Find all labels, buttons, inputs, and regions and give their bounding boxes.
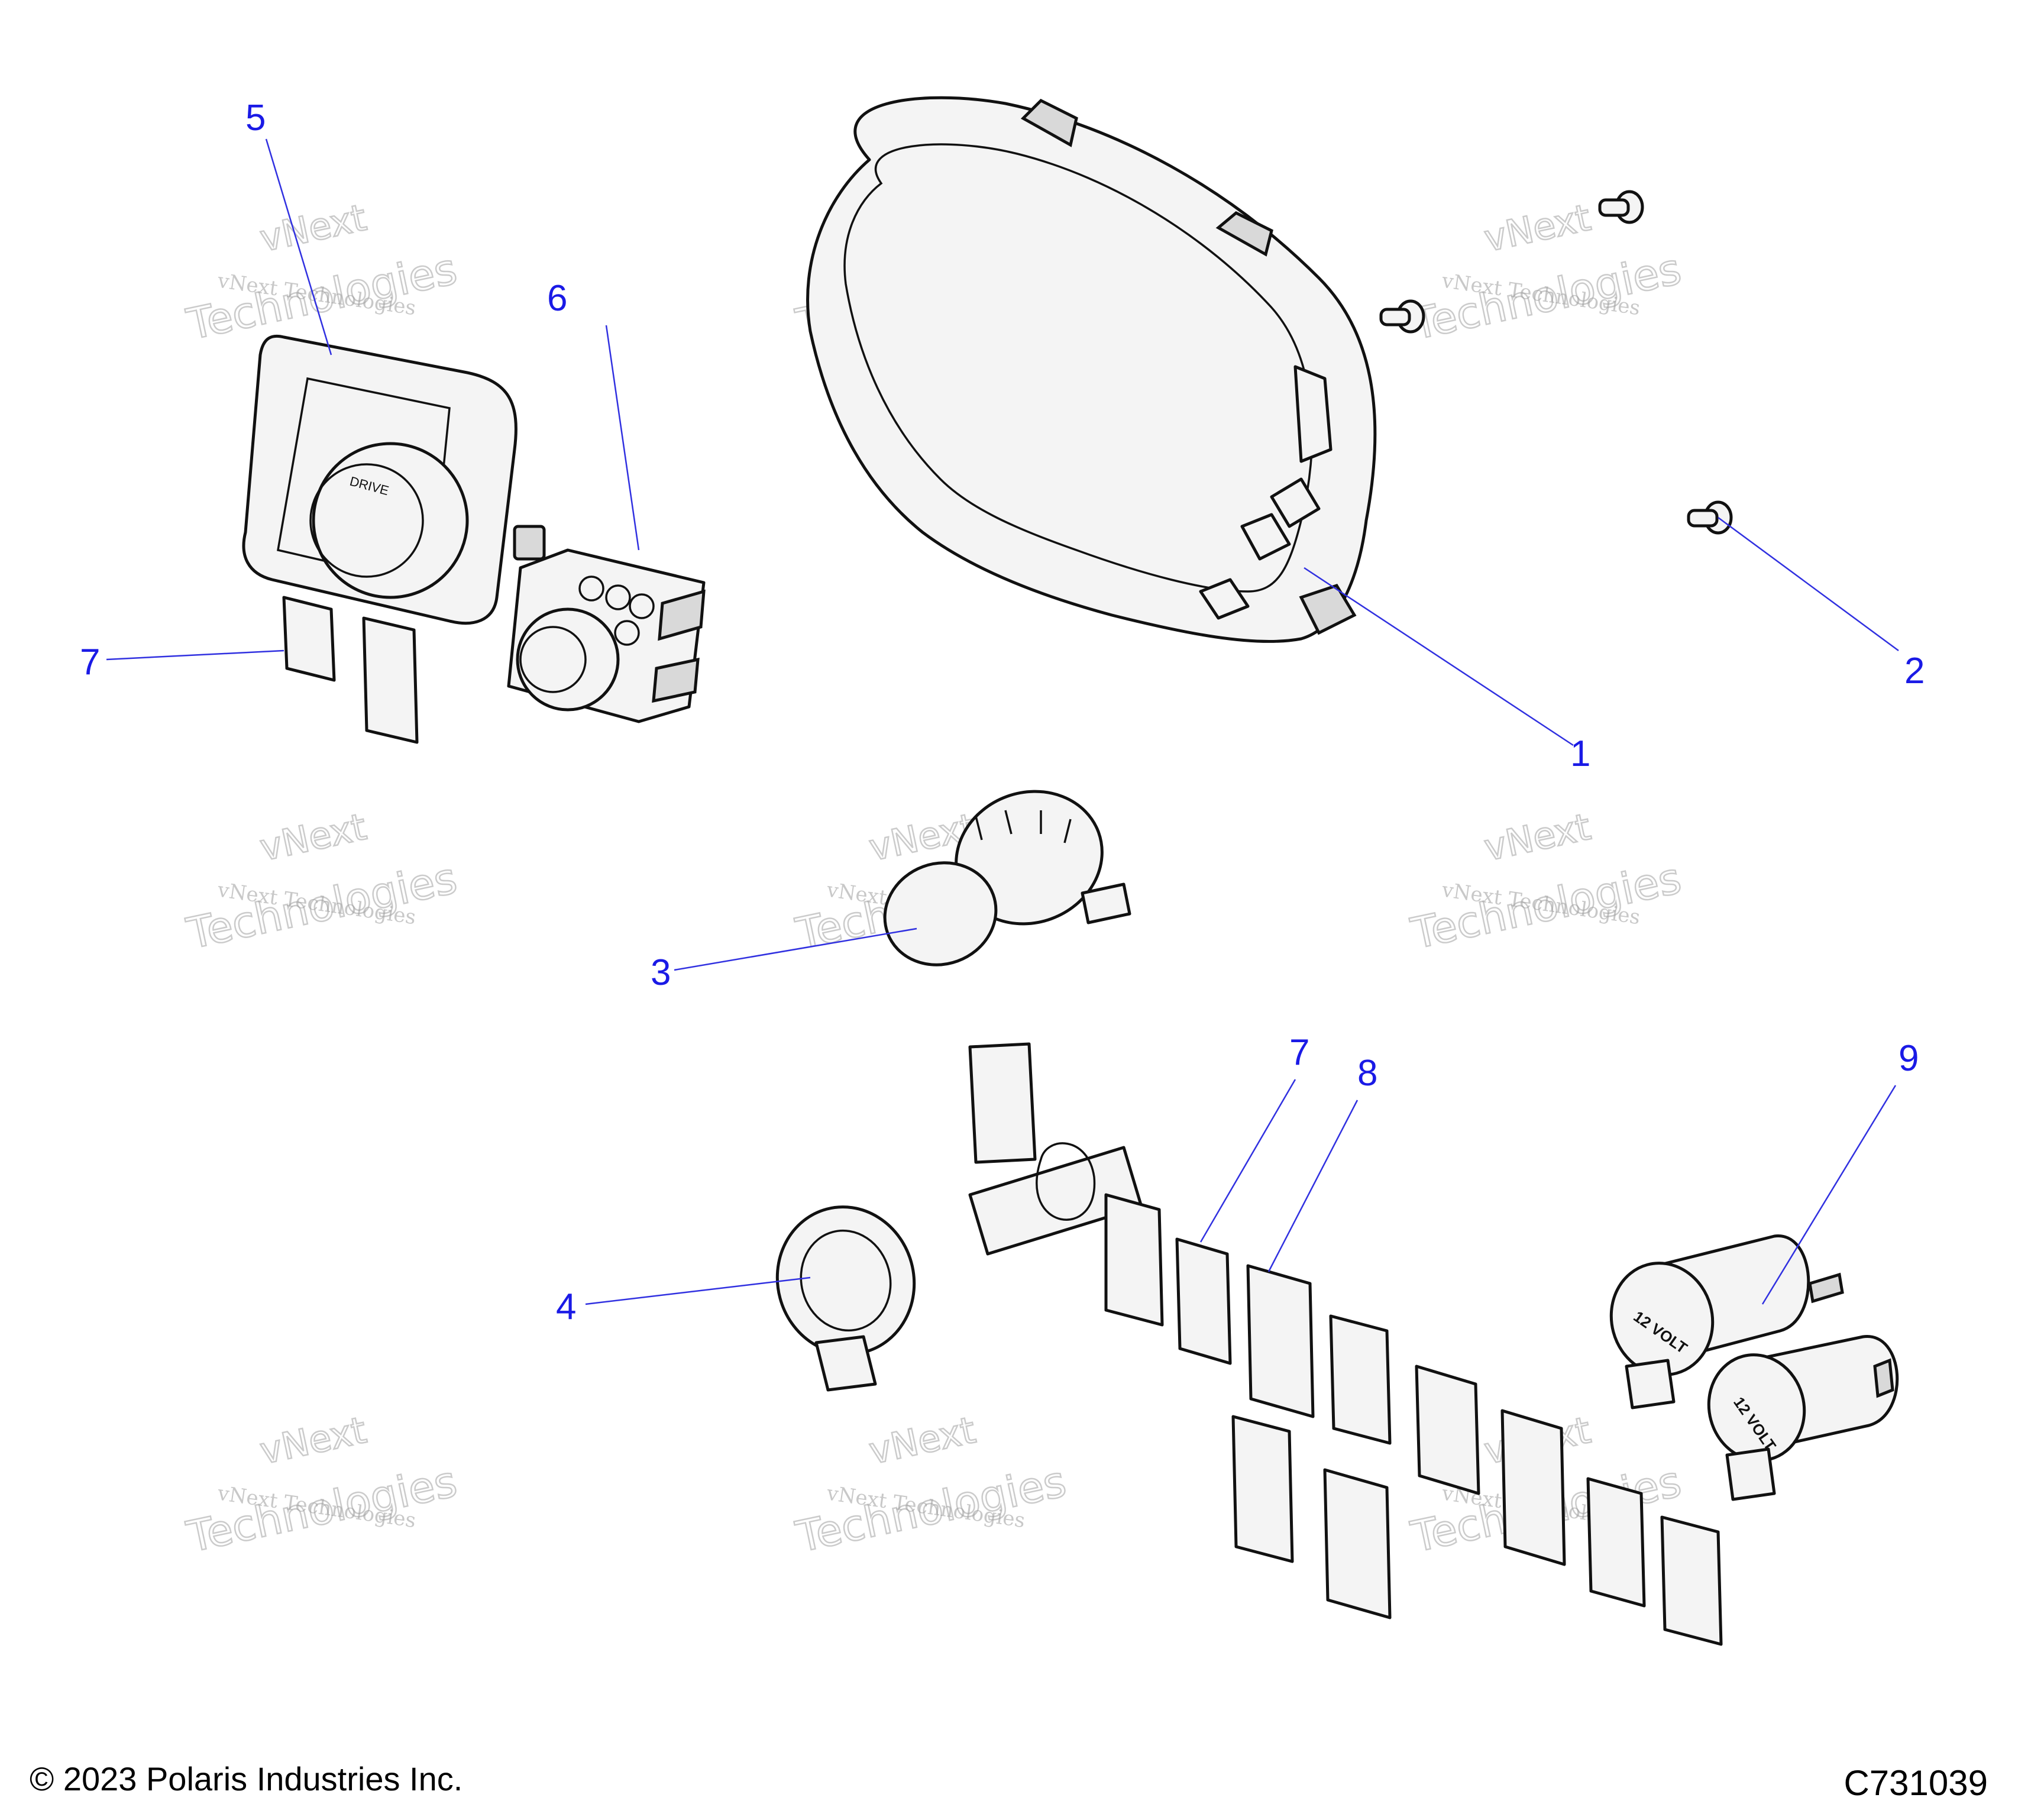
callout-7-left: 7 bbox=[80, 642, 100, 683]
screw bbox=[1687, 500, 1733, 535]
blank-plugs-left bbox=[282, 596, 419, 744]
power-socket: 12 VOLT bbox=[1707, 1335, 1899, 1501]
svg-text:vNext: vNext bbox=[256, 196, 370, 260]
light-switch bbox=[507, 548, 706, 723]
power-sockets: 12 VOLT 12 VOLT bbox=[1609, 1234, 1899, 1501]
leader-lines bbox=[106, 138, 1899, 1305]
watermark: vNext vNext Technologies Technologies bbox=[182, 804, 461, 959]
callout-4: 4 bbox=[556, 1286, 576, 1327]
drive-mode-switch: DRIVE bbox=[242, 334, 546, 625]
svg-text:Technologies: Technologies bbox=[1407, 244, 1686, 350]
drawing-number: C731039 bbox=[1844, 1763, 1988, 1803]
copyright-notice: © 2023 Polaris Industries Inc. bbox=[30, 1760, 463, 1797]
callouts: 5 6 7 1 2 3 4 7 8 9 bbox=[80, 98, 1925, 1327]
callout-9: 9 bbox=[1899, 1038, 1919, 1079]
callout-2: 2 bbox=[1904, 651, 1925, 691]
instrument-cluster bbox=[806, 96, 1377, 643]
watermark: vNext vNext Technologies Technologies bbox=[791, 1408, 1070, 1563]
watermark: vNext vNext Technologies Technologies bbox=[182, 195, 461, 350]
callout-1: 1 bbox=[1570, 733, 1590, 774]
watermark: vNext vNext Technologies Technologies bbox=[1406, 804, 1686, 959]
watermark: vNext vNext Technologies Technologies bbox=[182, 1408, 461, 1563]
svg-text:vNext: vNext bbox=[256, 805, 370, 869]
svg-text:vNext: vNext bbox=[256, 1408, 370, 1473]
callout-6: 6 bbox=[547, 278, 567, 319]
svg-text:Technologies: Technologies bbox=[183, 1456, 461, 1562]
svg-text:vNext: vNext bbox=[1480, 196, 1594, 260]
ignition-switch bbox=[883, 790, 1131, 966]
svg-text:Technologies: Technologies bbox=[792, 1456, 1070, 1562]
callout-5: 5 bbox=[245, 98, 266, 138]
callout-7-bottom: 7 bbox=[1289, 1032, 1309, 1073]
svg-text:Technologies: Technologies bbox=[1407, 853, 1686, 959]
watermark: vNext vNext Technologies Technologies bbox=[1406, 195, 1686, 350]
power-socket: 12 VOLT bbox=[1609, 1234, 1844, 1409]
svg-text:vNext: vNext bbox=[1480, 805, 1594, 869]
cluster-screws bbox=[1379, 190, 1733, 535]
svg-text:Technologies: Technologies bbox=[183, 244, 461, 350]
svg-text:Technologies: Technologies bbox=[183, 853, 461, 959]
usb-charger bbox=[775, 1042, 1143, 1392]
screw bbox=[1379, 299, 1425, 334]
callout-8: 8 bbox=[1357, 1053, 1377, 1094]
screw bbox=[1598, 190, 1644, 224]
svg-text:vNext: vNext bbox=[865, 1408, 979, 1473]
callout-3: 3 bbox=[651, 952, 671, 993]
blank-plug-array bbox=[1104, 1193, 1723, 1646]
